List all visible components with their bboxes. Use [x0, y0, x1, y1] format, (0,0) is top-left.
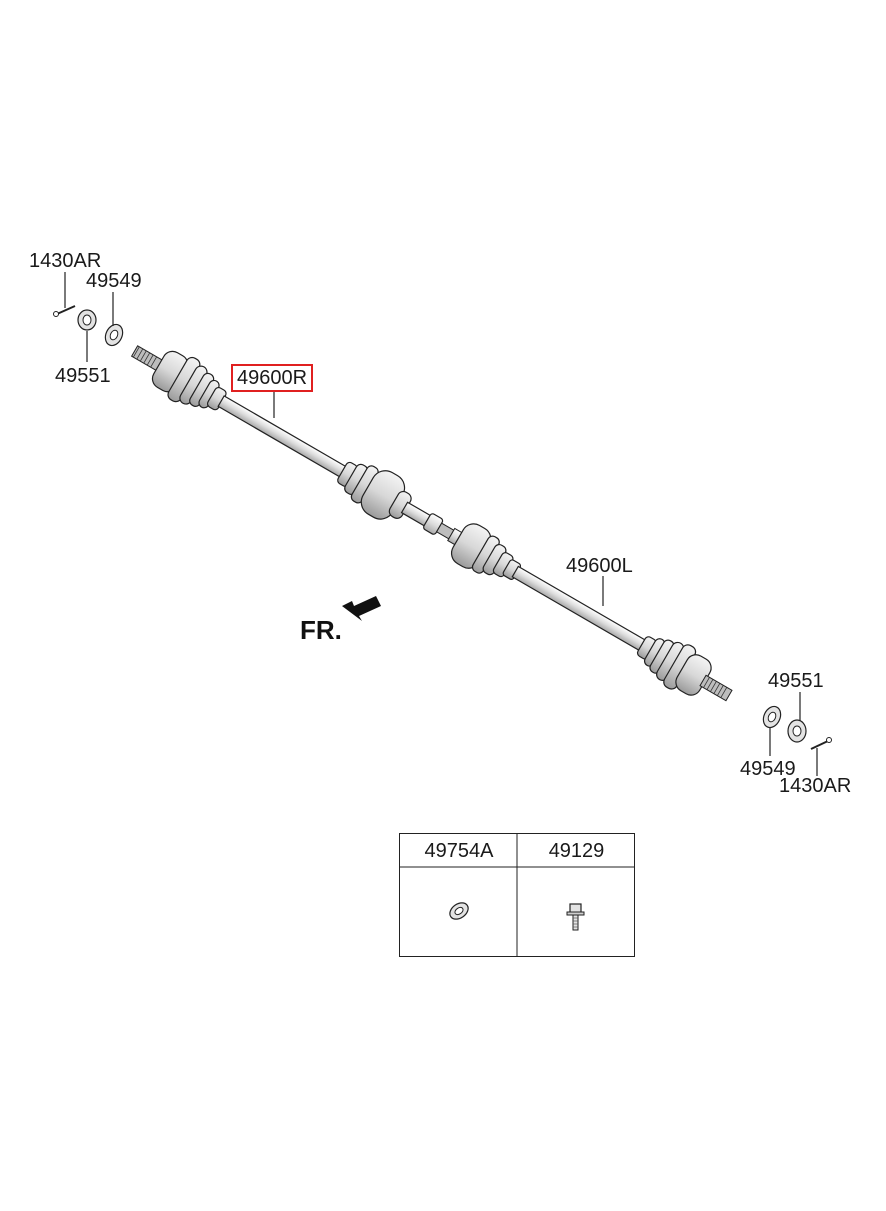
callout-nut-left: 49551 — [55, 365, 111, 387]
callout-shaft-right: 49600R — [231, 364, 314, 392]
bolt-icon — [566, 903, 585, 931]
callout-washer-right: 49549 — [740, 758, 796, 780]
left-spline-stub — [130, 345, 165, 372]
inner-joint-left — [450, 523, 522, 580]
right-spline-stub — [699, 674, 733, 702]
parts-table: 49754A 49129 — [399, 833, 635, 957]
nut-right — [787, 719, 807, 743]
nut-left — [77, 309, 97, 331]
washer-right — [762, 705, 782, 729]
inner-joint-right — [337, 461, 412, 520]
shaft-bar-left — [511, 565, 648, 652]
front-direction-label: FR. — [300, 615, 342, 645]
washer-left — [104, 323, 124, 347]
drive-shaft-assembly — [130, 345, 733, 702]
left-outer-boot — [151, 350, 227, 411]
callout-pin-right: 1430AR — [779, 775, 852, 797]
callout-washer-left: 49549 — [86, 270, 142, 292]
table-header-bolt: 49129 — [548, 840, 605, 862]
callout-nut-right: 49551 — [768, 670, 824, 692]
washer-icon — [449, 902, 469, 920]
right-outer-boot — [636, 636, 712, 696]
table-header-washer: 49754A — [424, 840, 494, 862]
leader-lines — [64, 272, 818, 776]
split-pin-right — [810, 737, 832, 750]
front-direction-arrow-icon — [342, 596, 381, 621]
callout-pin-left: 1430AR — [29, 250, 102, 272]
intermediate-stub — [400, 501, 466, 548]
parts-table-lines — [399, 833, 635, 957]
split-pin-left — [53, 305, 76, 317]
callout-shaft-left: 49600L — [566, 555, 633, 577]
shaft-bar-right — [217, 395, 348, 479]
